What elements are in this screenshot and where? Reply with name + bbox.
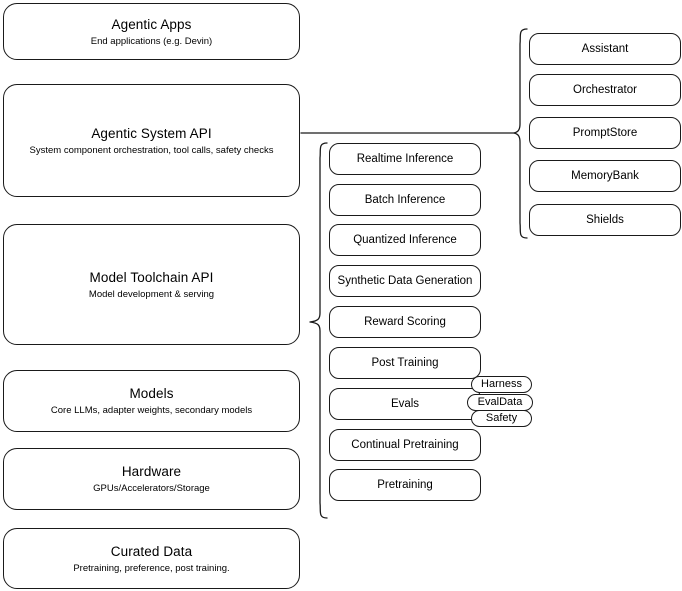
system-component-memorybank[interactable]: MemoryBank xyxy=(529,160,681,192)
layer-models[interactable]: Models Core LLMs, adapter weights, secon… xyxy=(3,370,300,432)
system-component-shields[interactable]: Shields xyxy=(529,204,681,236)
layer-agentic-apps[interactable]: Agentic Apps End applications (e.g. Devi… xyxy=(3,3,300,60)
eval-chip-label: EvalData xyxy=(477,396,523,408)
layer-title: Model Toolchain API xyxy=(89,269,214,285)
layer-subtitle: Model development & serving xyxy=(88,288,215,300)
component-label: Post Training xyxy=(371,357,439,369)
system-component-assistant[interactable]: Assistant xyxy=(529,33,681,65)
component-label: Continual Pretraining xyxy=(351,439,459,451)
layer-agentic-system-api[interactable]: Agentic System API System component orch… xyxy=(3,84,300,197)
component-label: Shields xyxy=(586,214,624,226)
eval-chip-label: Harness xyxy=(481,378,522,390)
component-label: Batch Inference xyxy=(364,194,446,206)
layer-title: Agentic System API xyxy=(91,125,212,141)
toolchain-component-continual-pretraining[interactable]: Continual Pretraining xyxy=(329,429,481,461)
layer-subtitle: GPUs/Accelerators/Storage xyxy=(93,483,210,494)
layer-model-toolchain-api[interactable]: Model Toolchain API Model development & … xyxy=(3,224,300,345)
layer-title: Models xyxy=(129,386,174,401)
toolchain-component-reward-scoring[interactable]: Reward Scoring xyxy=(329,306,481,338)
component-label: PromptStore xyxy=(572,127,638,139)
component-label: MemoryBank xyxy=(571,170,639,182)
component-label: Evals xyxy=(390,398,420,410)
layer-subtitle: Pretraining, preference, post training. xyxy=(73,562,230,574)
toolchain-component-realtime-inference[interactable]: Realtime Inference xyxy=(329,143,481,175)
layer-title: Curated Data xyxy=(110,543,193,559)
component-label: Realtime Inference xyxy=(356,153,454,165)
layer-subtitle: Core LLMs, adapter weights, secondary mo… xyxy=(50,405,253,416)
component-label: Synthetic Data Generation xyxy=(337,275,473,287)
toolchain-component-batch-inference[interactable]: Batch Inference xyxy=(329,184,481,216)
layer-title: Agentic Apps xyxy=(111,16,192,32)
layer-subtitle: System component orchestration, tool cal… xyxy=(29,144,274,156)
layer-hardware[interactable]: Hardware GPUs/Accelerators/Storage xyxy=(3,448,300,510)
eval-chip-safety[interactable]: Safety xyxy=(471,410,532,427)
layer-title: Hardware xyxy=(121,464,182,479)
system-components-brace xyxy=(513,28,528,239)
toolchain-components-brace xyxy=(309,142,328,519)
layer-subtitle: End applications (e.g. Devin) xyxy=(90,35,213,47)
toolchain-component-quantized-inference[interactable]: Quantized Inference xyxy=(329,224,481,256)
eval-chip-evaldata[interactable]: EvalData xyxy=(467,394,533,411)
component-label: Orchestrator xyxy=(573,84,637,96)
eval-chip-label: Safety xyxy=(485,412,518,424)
toolchain-component-evals[interactable]: Evals xyxy=(329,388,481,420)
component-label: Reward Scoring xyxy=(364,316,446,328)
layer-curated-data[interactable]: Curated Data Pretraining, preference, po… xyxy=(3,528,300,589)
system-component-promptstore[interactable]: PromptStore xyxy=(529,117,681,149)
toolchain-component-post-training[interactable]: Post Training xyxy=(329,347,481,379)
toolchain-component-synthetic-data-generation[interactable]: Synthetic Data Generation xyxy=(329,265,481,297)
component-label: Assistant xyxy=(581,43,629,55)
component-label: Quantized Inference xyxy=(353,234,457,246)
eval-chip-harness[interactable]: Harness xyxy=(471,376,532,393)
toolchain-component-pretraining[interactable]: Pretraining xyxy=(329,469,481,501)
component-label: Pretraining xyxy=(377,479,433,491)
system-component-orchestrator[interactable]: Orchestrator xyxy=(529,74,681,106)
